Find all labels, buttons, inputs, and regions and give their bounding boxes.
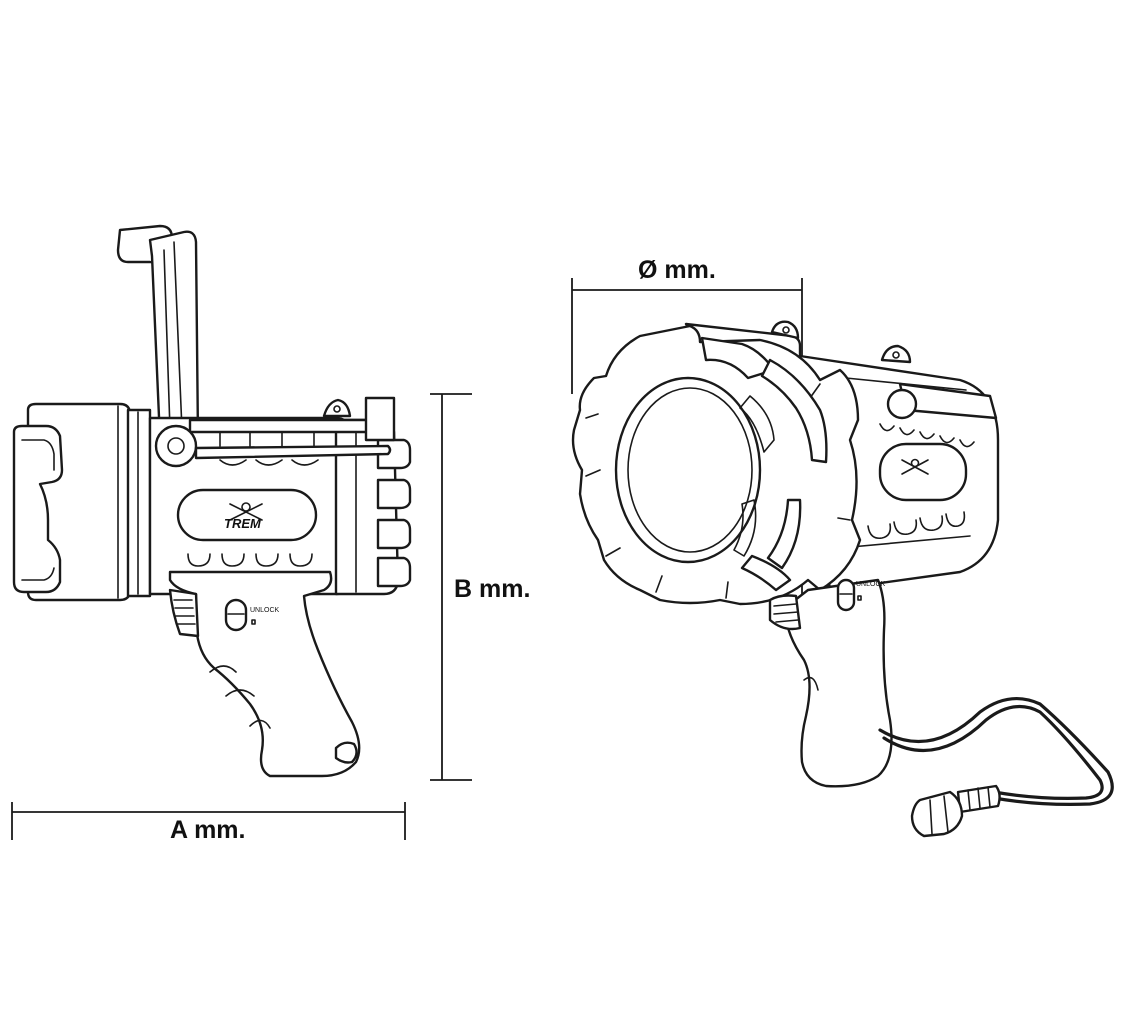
front-bezel — [12, 402, 152, 602]
side-view-spotlight: TREM UNLOCK — [12, 224, 412, 778]
dimension-a: A mm. — [11, 802, 406, 844]
pistol-grip: UNLOCK — [168, 570, 361, 778]
unlock-label-perspective: UNLOCK — [856, 581, 886, 588]
dimension-a-label: A mm. — [170, 816, 245, 844]
dimension-b: B mm. — [430, 393, 530, 781]
unlock-label: UNLOCK — [250, 607, 280, 614]
dimension-b-label: B mm. — [454, 575, 530, 603]
pistol-grip-perspective: UNLOCK — [768, 578, 893, 788]
brand-logo: TREM — [224, 502, 263, 531]
front-bezel-perspective — [571, 324, 862, 606]
lanyard — [878, 697, 1114, 838]
perspective-view-spotlight: UNLOCK — [571, 320, 1114, 838]
logo-text: TREM — [224, 516, 262, 531]
brand-logo-perspective — [901, 458, 929, 475]
main-body: TREM — [148, 396, 412, 596]
dimension-diameter-label: Ø mm. — [638, 256, 716, 284]
